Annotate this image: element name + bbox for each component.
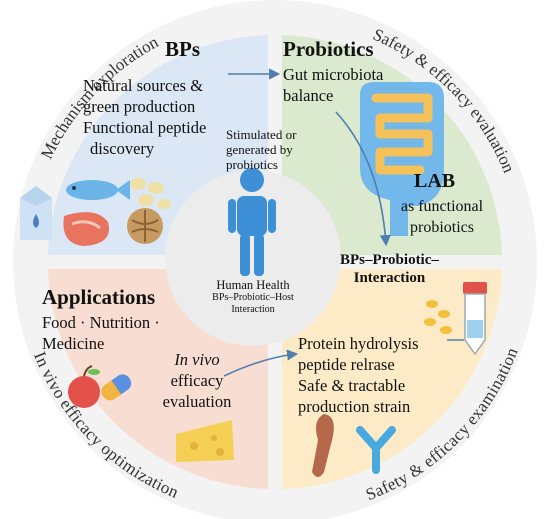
antibody-icon	[356, 426, 396, 474]
hydrolysis-line: peptide relrase	[298, 355, 395, 374]
beans-icon	[130, 178, 171, 209]
arrow-probiotics-to-interaction	[335, 111, 391, 247]
arrow-applications-to-hydrolysis	[223, 349, 299, 377]
invivo-line: evaluation	[162, 392, 232, 411]
probiotics-line: balance	[283, 86, 334, 105]
stimulated-line: Stimulated or	[226, 127, 297, 142]
center-label: Human Health BPs–Probiotic–Host Interact…	[193, 278, 313, 316]
apple-icon	[68, 365, 100, 408]
probiotics-description: Gut microbiota balance	[283, 64, 383, 106]
walnut-icon	[127, 208, 163, 244]
invivo-line: In vivo	[174, 350, 220, 369]
lab-description: as functional probiotics	[390, 196, 494, 238]
invivo-label: In vivo efficacy evaluation	[160, 349, 234, 412]
interaction-line: Interaction	[353, 270, 426, 286]
center-circle	[165, 170, 341, 346]
lab-line: as functional	[400, 198, 484, 215]
center-title: Human Health	[216, 278, 290, 292]
center-line: Interaction	[231, 304, 275, 315]
lab-title: LAB	[414, 170, 456, 192]
applications-title: Applications	[42, 285, 156, 309]
gut-icon	[360, 82, 444, 236]
hydrolysis-line: production strain	[298, 397, 411, 416]
granules-icon	[424, 300, 452, 334]
stimulated-line: probiotics	[226, 157, 278, 172]
applications-line: Food · Nutrition ·	[42, 313, 160, 332]
stimulated-label: Stimulated or generated by probiotics	[226, 127, 296, 172]
milk-carton-icon	[20, 186, 52, 240]
lab-line: probiotics	[410, 219, 474, 236]
center-line: BPs–Probiotic–Host	[212, 292, 294, 303]
bacterium-icon	[312, 414, 334, 477]
bps-line: green production	[83, 97, 196, 116]
hydrolysis-description: Protein hydrolysis peptide relrase Safe …	[298, 333, 419, 417]
capsule-icon	[101, 374, 132, 401]
test-tube-icon	[463, 282, 487, 356]
invivo-line: efficacy	[170, 371, 224, 390]
bps-title: BPs	[165, 37, 201, 61]
meat-icon	[63, 212, 109, 246]
hydrolysis-line: Protein hydrolysis	[298, 334, 419, 353]
bps-line: discovery	[90, 139, 155, 158]
interaction-line: BPs–Probiotic–	[340, 252, 439, 268]
fish-icon	[66, 180, 130, 200]
bps-line: Functional peptide	[83, 118, 207, 137]
quadrant-interaction	[282, 269, 502, 489]
applications-description: Food · Nutrition · Medicine	[42, 312, 160, 354]
bps-description: Natural sources & green production Funct…	[83, 75, 206, 159]
probiotics-line: Gut microbiota	[283, 65, 384, 84]
cheese-icon	[176, 420, 234, 462]
human-icon	[228, 168, 276, 276]
probiotics-title: Probiotics	[283, 37, 374, 61]
bps-line: Natural sources &	[83, 76, 204, 95]
hydrolysis-line: Safe & tractable	[298, 376, 406, 395]
applications-line: Medicine	[42, 334, 105, 353]
interaction-label: BPs–Probiotic– Interaction	[340, 251, 439, 287]
stimulated-line: generated by	[226, 142, 293, 157]
